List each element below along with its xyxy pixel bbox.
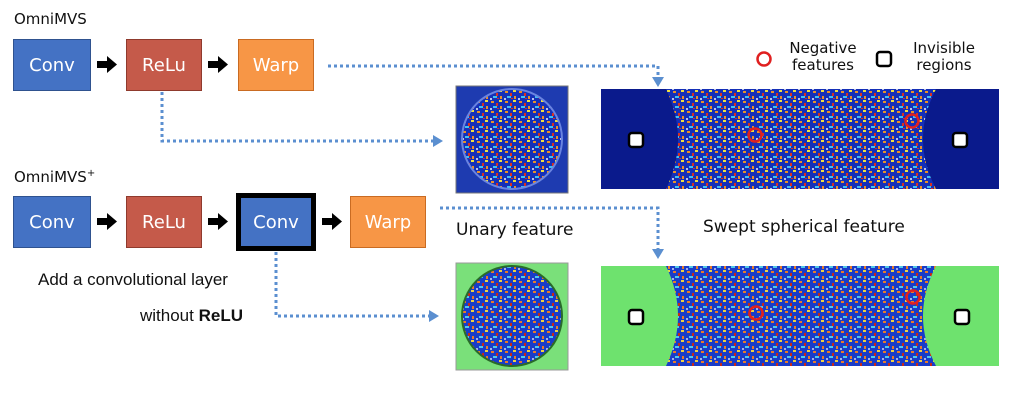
unary-feature-label: Unary feature [456, 220, 574, 240]
unary-feature-top-image [455, 85, 569, 194]
negative-feature-marker-top-1 [747, 127, 763, 143]
bottom-arrow-3 [322, 213, 342, 230]
note-relu-bold: ReLU [198, 306, 243, 325]
legend-invisible-line2: regions [916, 56, 972, 74]
arrowhead-unary-top [433, 135, 443, 147]
dotted-arrow-conv-to-unary-bottom [274, 252, 430, 318]
bottom-arrow-2 [208, 213, 228, 230]
legend-invisible-label: Invisible regions [904, 40, 984, 74]
bottom-conv-block: Conv [13, 196, 91, 248]
dotted-arrow-relu-to-unary-top [160, 92, 434, 143]
top-arrow-2 [208, 56, 228, 73]
arrowhead-unary-bottom [429, 310, 439, 322]
omnimvs-plus-superscript: + [86, 168, 96, 179]
bottom-arrow-1 [97, 213, 117, 230]
arrowhead-swept-bottom [652, 249, 664, 259]
legend-negative-circle-icon [756, 51, 772, 67]
invisible-region-marker-top-left [627, 131, 645, 149]
legend-negative-line1: Negative [789, 39, 857, 57]
bottom-relu-block: ReLu [126, 196, 202, 248]
swept-feature-bottom-image [601, 266, 999, 366]
dotted-arrow-warp-to-swept-top [328, 64, 660, 78]
negative-feature-marker-top-2 [904, 113, 920, 129]
unary-feature-bottom-image [455, 262, 569, 371]
legend-negative-line2: features [792, 56, 854, 74]
negative-feature-marker-bottom-1 [748, 305, 764, 321]
added-conv-block: Conv [236, 193, 316, 251]
arrowhead-swept-top [652, 77, 664, 87]
top-warp-block: Warp [238, 39, 314, 91]
legend-invisible-line1: Invisible [913, 39, 975, 57]
note-line-2: without ReLU [140, 306, 243, 326]
legend-negative-label: Negative features [783, 40, 863, 74]
omnimvs-title: OmniMVS [14, 10, 87, 28]
negative-feature-marker-bottom-2 [905, 289, 921, 305]
top-relu-block: ReLu [126, 39, 202, 91]
invisible-region-marker-top-right [951, 131, 969, 149]
bottom-warp-block: Warp [350, 196, 426, 248]
swept-spherical-feature-label: Swept spherical feature [703, 217, 905, 237]
top-arrow-1 [97, 56, 117, 73]
omnimvs-plus-title: OmniMVS+ [14, 168, 95, 186]
legend-invisible-square-icon [875, 50, 893, 68]
invisible-region-marker-bottom-right [953, 308, 971, 326]
invisible-region-marker-bottom-left [627, 308, 645, 326]
top-conv-block: Conv [13, 39, 91, 91]
swept-feature-top-image [601, 89, 999, 189]
note-line-2-prefix: without [140, 306, 199, 325]
omnimvs-plus-title-text: OmniMVS [14, 168, 87, 186]
note-line-1: Add a convolutional layer [38, 270, 228, 289]
dotted-arrow-warp-to-swept-bottom [440, 206, 660, 250]
